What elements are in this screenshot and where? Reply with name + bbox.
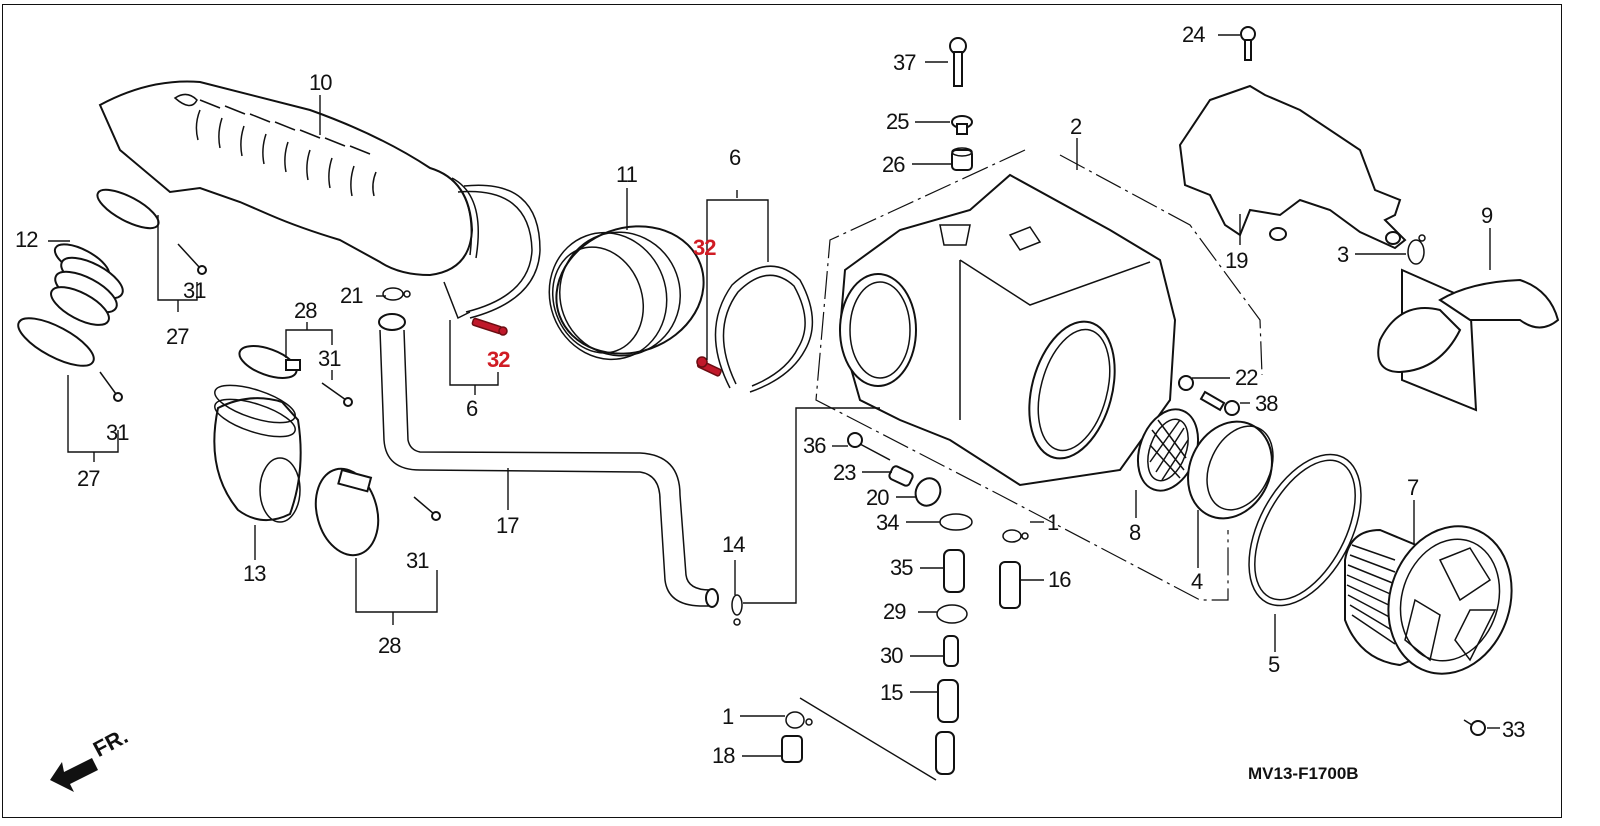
part-18-drain-plug[interactable] <box>781 735 803 763</box>
part-1-clip-lower[interactable] <box>785 711 813 729</box>
callout-29[interactable]: 29 <box>883 599 907 624</box>
callout-13[interactable]: 13 <box>243 561 267 586</box>
callout-17[interactable]: 17 <box>496 513 520 538</box>
callout-34[interactable]: 34 <box>876 510 900 535</box>
part-26-grommet[interactable] <box>951 147 973 171</box>
callout-1[interactable]: 1 <box>1047 510 1059 535</box>
part-27-clamp-upper[interactable] <box>92 182 163 235</box>
part-21-clip[interactable] <box>382 287 411 301</box>
callout-31[interactable]: 31 <box>406 548 430 573</box>
part-9-intake-duct[interactable] <box>1377 268 1560 412</box>
callout-24[interactable]: 24 <box>1182 22 1206 47</box>
case-group-outline-left <box>815 149 1229 601</box>
callout-6[interactable]: 6 <box>729 145 741 170</box>
callout-23[interactable]: 23 <box>833 460 857 485</box>
callout-14[interactable]: 14 <box>722 532 746 557</box>
part-1-clip-upper[interactable] <box>1002 529 1029 543</box>
callout-1[interactable]: 1 <box>722 704 734 729</box>
callout-26[interactable]: 26 <box>882 152 906 177</box>
diagram-code: MV13-F1700B <box>1248 764 1359 783</box>
callout-30[interactable]: 30 <box>880 643 904 668</box>
callout-12[interactable]: 12 <box>15 227 39 252</box>
callout-20[interactable]: 20 <box>866 485 890 510</box>
callout-5[interactable]: 5 <box>1268 652 1280 677</box>
callout-27[interactable]: 27 <box>77 466 101 491</box>
part-33-screw[interactable] <box>1463 719 1486 736</box>
callout-7[interactable]: 7 <box>1407 475 1419 500</box>
part-10-intake-duct[interactable] <box>98 80 479 277</box>
callout-4[interactable]: 4 <box>1191 569 1203 594</box>
callout-31[interactable]: 31 <box>106 420 130 445</box>
part-37-bolt[interactable] <box>949 37 967 87</box>
callout-28[interactable]: 28 <box>294 298 318 323</box>
callout-25[interactable]: 25 <box>886 109 910 134</box>
callout-33[interactable]: 33 <box>1502 717 1526 742</box>
part-2-air-cleaner-case[interactable] <box>838 173 1177 487</box>
part-38-bolt[interactable] <box>1199 390 1240 416</box>
callout-22[interactable]: 22 <box>1235 365 1259 390</box>
part-35-tube[interactable] <box>943 549 965 593</box>
part-19-cover[interactable] <box>1178 84 1407 250</box>
callout-11[interactable]: 11 <box>616 162 638 187</box>
part-11-intake-boot[interactable] <box>532 206 722 376</box>
part-20-grommet[interactable] <box>911 474 945 510</box>
part-28-clamp-upper[interactable] <box>235 340 301 385</box>
part-32-screw-right[interactable] <box>696 356 722 377</box>
case-group-outline <box>1059 154 1263 376</box>
callout-18[interactable]: 18 <box>712 743 736 768</box>
part-24-bolt[interactable] <box>1240 26 1256 61</box>
callout-32-highlighted[interactable]: 32 <box>693 235 717 260</box>
part-17-drain-tube[interactable] <box>378 313 719 608</box>
callout-15[interactable]: 15 <box>880 680 904 705</box>
callout-32-highlighted[interactable]: 32 <box>487 347 511 372</box>
part-6-band-clamp-right[interactable] <box>714 265 814 393</box>
leader-lines <box>48 34 1500 781</box>
part-29-clip[interactable] <box>936 604 968 624</box>
callout-35[interactable]: 35 <box>890 555 914 580</box>
part-16-plug[interactable] <box>999 561 1021 609</box>
callout-31[interactable]: 31 <box>318 346 342 371</box>
part-8-screen[interactable] <box>1127 401 1208 499</box>
part-22-nut[interactable] <box>1178 375 1194 391</box>
part-7-air-filter-element[interactable] <box>1344 510 1530 690</box>
part-32-screw-left[interactable] <box>471 317 508 336</box>
callout-2[interactable]: 2 <box>1070 114 1082 139</box>
part-34-clip[interactable] <box>939 513 973 531</box>
part-27-clamp-lower[interactable] <box>12 309 100 375</box>
part-6-band-clamp-left[interactable] <box>443 184 541 320</box>
part-15-tube[interactable] <box>935 679 959 775</box>
callout-16[interactable]: 16 <box>1048 567 1072 592</box>
callout-21[interactable]: 21 <box>340 283 364 308</box>
part-12-connecting-boot[interactable] <box>46 237 129 332</box>
callout-6[interactable]: 6 <box>466 396 478 421</box>
part-14-clip[interactable] <box>731 594 743 626</box>
part-31-screws[interactable] <box>99 243 441 521</box>
callout-9[interactable]: 9 <box>1481 203 1493 228</box>
callout-19[interactable]: 19 <box>1225 248 1249 273</box>
part-4-filter-holder[interactable] <box>1173 408 1288 532</box>
callout-38[interactable]: 38 <box>1255 391 1279 416</box>
part-25-collar[interactable] <box>951 115 973 135</box>
part-30-spring[interactable] <box>943 635 959 667</box>
callout-28[interactable]: 28 <box>378 633 402 658</box>
callout-10[interactable]: 10 <box>309 70 333 95</box>
part-36-bolt[interactable] <box>847 432 891 461</box>
callout-37[interactable]: 37 <box>893 50 917 75</box>
part-13-elbow-boot[interactable] <box>211 378 302 523</box>
callout-3[interactable]: 3 <box>1337 242 1349 267</box>
part-5-seal-ring[interactable] <box>1226 436 1384 624</box>
part-28-clamp-lower[interactable] <box>307 462 388 563</box>
callout-27[interactable]: 27 <box>166 324 190 349</box>
callout-36[interactable]: 36 <box>803 433 827 458</box>
callout-8[interactable]: 8 <box>1129 520 1141 545</box>
callout-31[interactable]: 31 <box>183 278 207 303</box>
part-3-clip[interactable] <box>1407 234 1426 265</box>
part-23-joint[interactable] <box>888 465 914 487</box>
front-direction-arrow-icon <box>50 758 98 792</box>
